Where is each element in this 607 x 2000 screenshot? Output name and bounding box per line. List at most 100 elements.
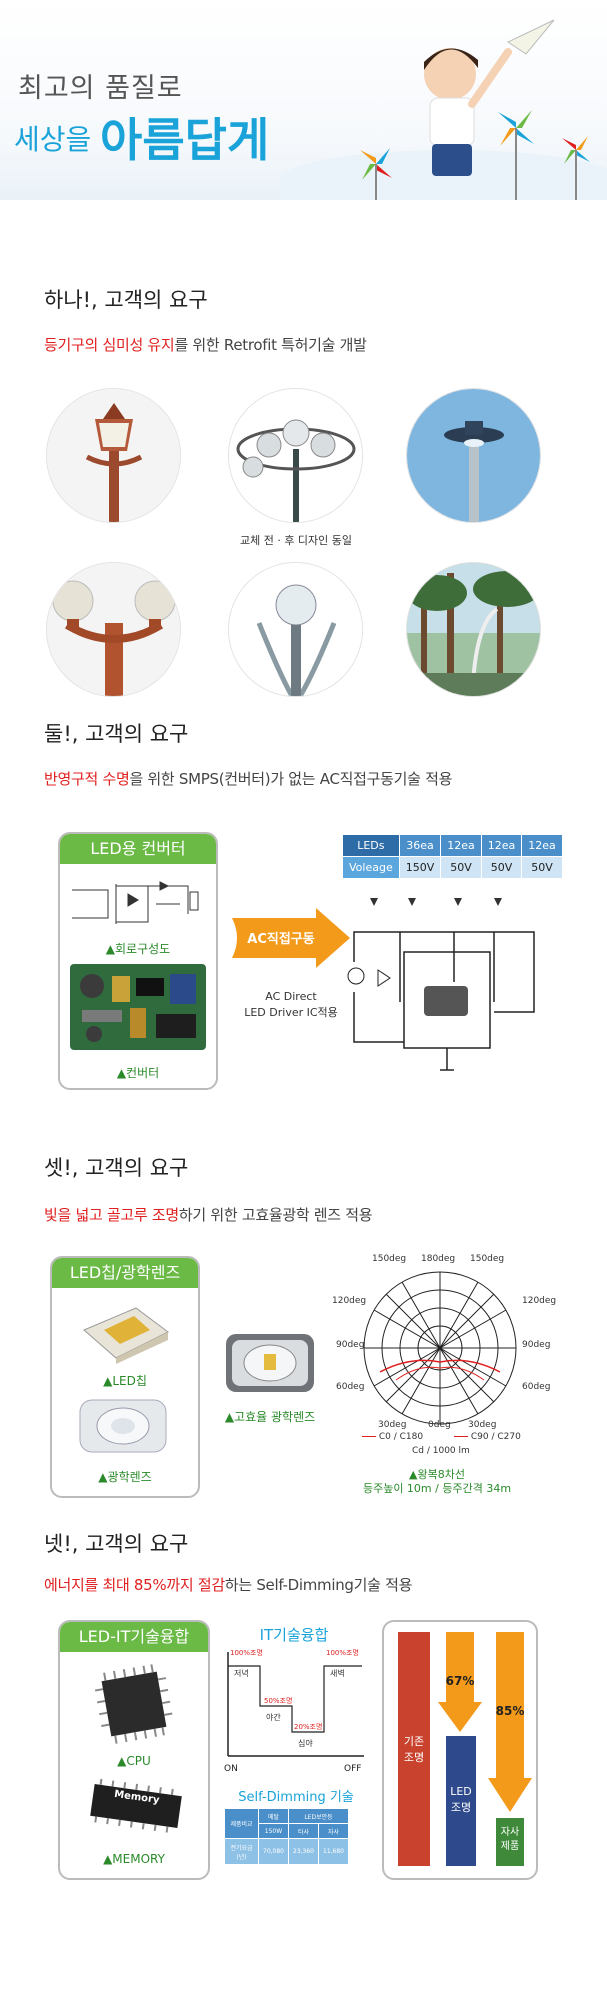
it-fusion-title: IT기술융합 bbox=[259, 1626, 329, 1644]
section3-subtitle-highlight: 빛을 넓고 골고루 조명 bbox=[44, 1206, 179, 1224]
section1-subtitle-highlight: 등기구의 심미성 유지 bbox=[44, 336, 175, 354]
section4-title: 넷!, 고객의 요구 bbox=[44, 1532, 189, 1556]
table-row: 150W 타사 자사 bbox=[225, 1823, 349, 1839]
dimming-step-chart bbox=[227, 1652, 364, 1757]
table-cell: 타사 bbox=[288, 1823, 319, 1839]
dim-late-night: 심야 bbox=[298, 1739, 313, 1748]
ac-direct-text2: LED Driver IC적용 bbox=[244, 1006, 338, 1019]
lamp-photo-modern-sky bbox=[406, 388, 541, 523]
section2-subtitle-highlight: 반영구적 수명 bbox=[44, 770, 130, 788]
converter-panel: LED용 컨버터 ▲회로구성도 ▲컨버터 bbox=[58, 832, 218, 1090]
pct-85: 85% bbox=[495, 1704, 525, 1718]
legend-c0-label: C0 / C180 bbox=[378, 1432, 424, 1442]
table-cell: 12ea bbox=[521, 834, 563, 857]
driver-ic-circuit-diagram bbox=[347, 898, 535, 1071]
section1-subtitle: 등기구의 심미성 유지를 위한 Retrofit 특허기술 개발 bbox=[44, 334, 367, 355]
led-lens-panel-title: LED칩/광학렌즈 bbox=[52, 1258, 198, 1288]
legend-c0: C0 / C180 bbox=[362, 1432, 423, 1442]
table-row: 제품비교 메탈 LED보안등 bbox=[224, 1808, 349, 1839]
polar-label-120-right: 120deg bbox=[522, 1296, 557, 1306]
table-cell: 자사 bbox=[318, 1823, 349, 1839]
hero-banner: 최고의 품질로 세상을 아름답게 bbox=[0, 0, 607, 200]
high-efficiency-lens-image bbox=[226, 1334, 314, 1392]
lamp-photo-double-globe bbox=[46, 562, 181, 697]
polar-label-180: 180deg bbox=[421, 1254, 456, 1264]
polar-label-30-right: 30deg bbox=[468, 1420, 497, 1430]
lamp-photo-ring-globes bbox=[228, 388, 363, 523]
hero-title-line2b: 아름답게 bbox=[100, 113, 270, 167]
cpu-chip-icon bbox=[94, 1664, 173, 1744]
section4-subtitle-highlight: 에너지를 최대 85%까지 절감 bbox=[44, 1576, 225, 1594]
section1-subtitle-rest: 를 위한 Retrofit 특허기술 개발 bbox=[174, 336, 367, 354]
polar-label-120-left: 120deg bbox=[332, 1296, 367, 1306]
arrow-85-icon bbox=[488, 1632, 532, 1812]
converter-board-image bbox=[70, 964, 206, 1050]
section3-title: 셋!, 고객의 요구 bbox=[44, 1156, 189, 1180]
section4-subtitle: 에너지를 최대 85%까지 절감하는 Self-Dimming기술 적용 bbox=[44, 1574, 412, 1595]
legend-c90: C90 / C270 bbox=[454, 1432, 521, 1442]
table-cell: 11,680 bbox=[318, 1838, 349, 1865]
table-cell: Voleage bbox=[342, 856, 400, 879]
table-cell: 전기요금 (년) bbox=[224, 1838, 259, 1865]
table-cell: 제품비교 bbox=[224, 1808, 259, 1839]
dim-axis-off: OFF bbox=[344, 1764, 362, 1774]
dim-100-dawn: 100%조명 bbox=[326, 1649, 359, 1657]
arrow-67-icon bbox=[438, 1632, 482, 1732]
road-spec-line1: ▲왕복8차선 bbox=[409, 1468, 465, 1481]
polar-unit: Cd / 1000 lm bbox=[412, 1446, 470, 1456]
optic-lens-image bbox=[79, 1399, 167, 1453]
section2-title: 둘!, 고객의 요구 bbox=[44, 722, 189, 746]
table-cell: 메탈 bbox=[258, 1808, 289, 1824]
child-pinwheel-illustration bbox=[360, 19, 590, 200]
bar-led-label: LED 조명 bbox=[450, 1785, 472, 1814]
table-cell: 150W bbox=[258, 1823, 289, 1839]
electricity-cost-table: 제품비교 메탈 LED보안등 150W 타사 자사 전기요금 (년) 70,08… bbox=[224, 1808, 349, 1865]
lamp-photo-crystal-globe bbox=[228, 562, 363, 697]
dim-20-late: 20%조명 bbox=[294, 1723, 323, 1731]
polar-label-30-left: 30deg bbox=[378, 1420, 407, 1430]
lamp-photo-classic-lantern bbox=[46, 388, 181, 523]
optic-lens-label: ▲광학렌즈 bbox=[98, 1470, 152, 1484]
cpu-label: ▲CPU bbox=[117, 1754, 151, 1768]
led-it-panel-title: LED-IT기술융합 bbox=[60, 1622, 208, 1652]
bar-our-product bbox=[496, 1818, 524, 1866]
self-dimming-title: Self-Dimming 기술 bbox=[238, 1790, 354, 1805]
dim-dawn: 새벽 bbox=[330, 1669, 345, 1678]
led-it-panel: LED-IT기술융합 ▲CPU Memory ▲MEMORY bbox=[58, 1620, 210, 1880]
energy-saving-panel: 기존 조명 67% LED 조명 85% 자사 제품 bbox=[382, 1620, 538, 1880]
dim-evening: 저녁 bbox=[234, 1669, 249, 1678]
pct-67: 67% bbox=[445, 1674, 475, 1688]
table-cell: LED보안등 bbox=[288, 1808, 349, 1824]
dim-night: 야간 bbox=[266, 1713, 281, 1722]
ac-direct-text1: AC Direct bbox=[265, 990, 317, 1003]
table-cell: 50V bbox=[521, 856, 563, 879]
table-row: 전기요금 (년) 70,080 23,360 11,680 bbox=[224, 1838, 349, 1865]
led-lens-panel: LED칩/광학렌즈 ▲LED칩 ▲광학렌즈 bbox=[50, 1256, 200, 1498]
memory-chip-icon bbox=[90, 1778, 182, 1833]
polar-label-90-left: 90deg bbox=[336, 1340, 365, 1350]
led-chip-image bbox=[83, 1307, 169, 1364]
led-count-row: LEDs 36ea 12ea 12ea 12ea bbox=[342, 834, 563, 857]
circuit-label: ▲회로구성도 bbox=[105, 942, 171, 956]
bar-led-lighting bbox=[446, 1736, 476, 1866]
led-chip-label: ▲LED칩 bbox=[103, 1374, 147, 1388]
led-voltage-table: LEDs 36ea 12ea 12ea 12ea Voleage 150V 50… bbox=[342, 834, 563, 879]
lamp-photo-forest-road bbox=[406, 562, 541, 697]
dim-50-night: 50%조명 bbox=[264, 1697, 293, 1705]
polar-light-distribution-chart bbox=[363, 1271, 517, 1425]
polar-label-150-right: 150deg bbox=[470, 1254, 505, 1264]
section3-subtitle-rest: 하기 위한 고효율광학 렌즈 적용 bbox=[178, 1206, 373, 1224]
table-cell: 23,360 bbox=[288, 1838, 319, 1865]
polar-label-90-right: 90deg bbox=[522, 1340, 551, 1350]
hero-title-line1: 최고의 품질로 bbox=[18, 73, 183, 104]
section1-title: 하나!, 고객의 요구 bbox=[44, 288, 208, 312]
voltage-row: Voleage 150V 50V 50V 50V bbox=[342, 856, 563, 879]
polar-label-0: 0deg bbox=[428, 1420, 451, 1430]
ac-direct-arrow-label: AC직접구동 bbox=[247, 932, 315, 947]
section1-caption: 교체 전 · 후 디자인 동일 bbox=[239, 534, 353, 547]
table-cell: 150V bbox=[398, 856, 442, 879]
dim-100-evening: 100%조명 bbox=[230, 1649, 263, 1657]
table-cell: 50V bbox=[440, 856, 482, 879]
converter-label: ▲컨버터 bbox=[116, 1066, 160, 1080]
ac-direct-arrow-icon bbox=[232, 908, 350, 968]
